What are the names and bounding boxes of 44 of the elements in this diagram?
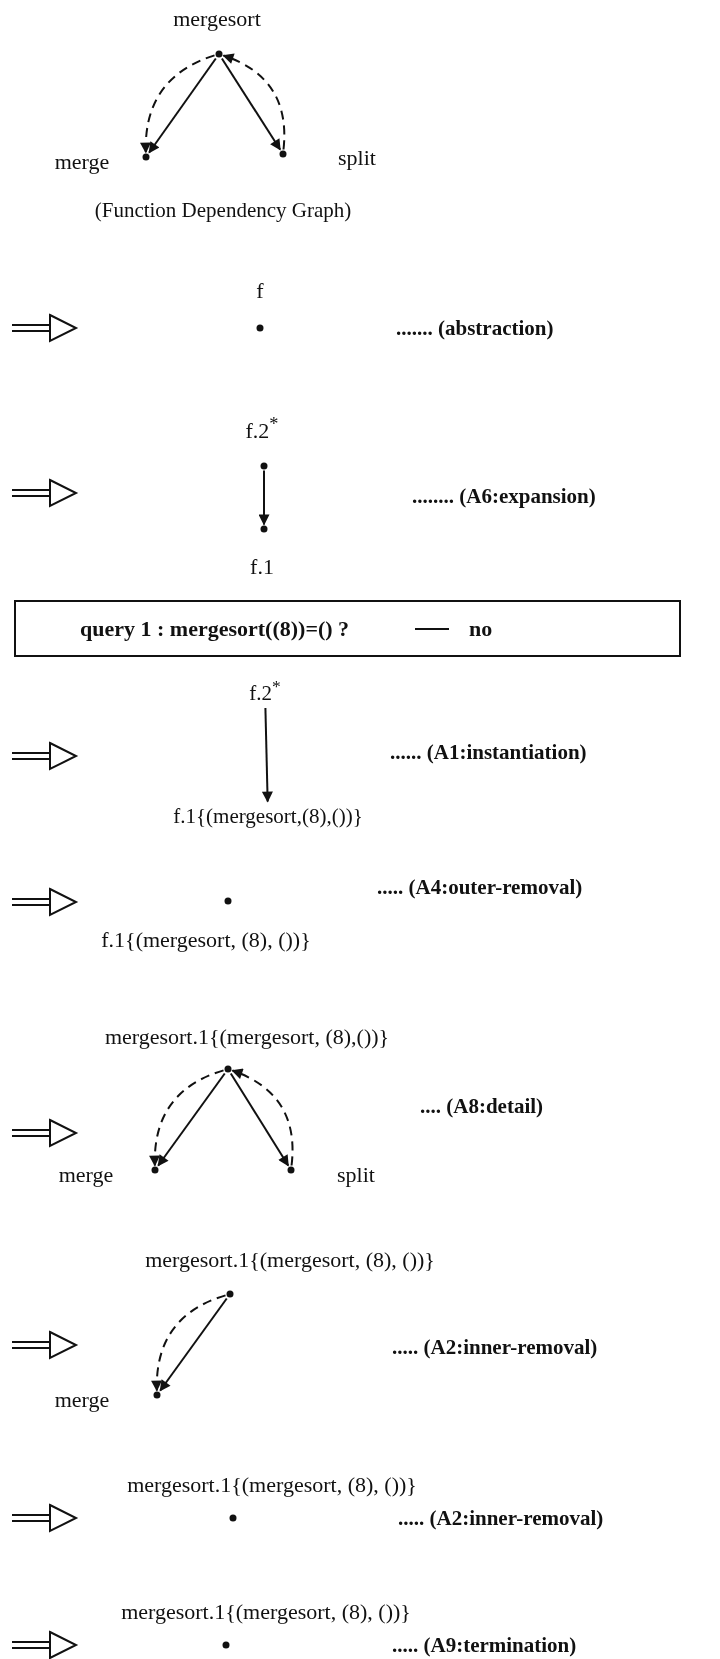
vertex-label: f.2$^{*}$ [245, 413, 279, 445]
graph-vertex [256, 324, 264, 332]
graph-caption: (Function Dependency Graph) [94, 197, 352, 223]
vertex-label: mergesort.1{(mergesort, (8), ())} [127, 1472, 417, 1498]
graph-vertex [287, 1166, 295, 1174]
step-label: ...... (A1:instantiation) [390, 739, 587, 765]
term-label: f.1{(mergesort,(8),())} [171, 802, 365, 830]
graph-vertex [142, 153, 150, 161]
step-label: ..... (A2:inner-removal) [398, 1505, 604, 1531]
graph-vertex [229, 1514, 237, 1522]
query-box [14, 600, 681, 657]
step-label: ....... (abstraction) [396, 315, 554, 341]
graph-vertex [260, 462, 268, 470]
step-label: ..... (A2:inner-removal) [392, 1334, 598, 1360]
vertex-label: f [256, 278, 264, 304]
arrow [258, 469, 270, 526]
graph-vertex [224, 1065, 232, 1073]
vertex-label: mergesort.1{(mergesort, (8),())} [104, 1024, 390, 1050]
term-label: f.2$^{*}$ [247, 675, 283, 707]
vertex-label: f.1{(mergesort, (8), ())} [101, 927, 311, 953]
answer-text: no [469, 615, 493, 642]
step-label: ..... (A9:termination) [392, 1632, 577, 1658]
graph-vertex [226, 1290, 234, 1298]
graph-vertex [215, 50, 223, 58]
vertex-label: split [337, 1162, 375, 1188]
step-label: ........ (A6:expansion) [412, 483, 596, 509]
graph-vertex [151, 1166, 159, 1174]
vertex-label: mergesort [173, 6, 261, 32]
vertex-label: f.1 [250, 554, 274, 580]
graph-vertex [224, 897, 232, 905]
vertex-label: split [338, 145, 376, 171]
vertex-label: merge [54, 1387, 110, 1413]
vertex-label: mergesort.1{(mergesort, (8), ())} [121, 1599, 411, 1625]
graph-vertex [260, 525, 268, 533]
step-label: .... (A8:detail) [420, 1093, 544, 1119]
step-label: ..... (A4:outer-removal) [377, 874, 583, 900]
query-text: query 1 : mergesort((8))=() ? [80, 615, 350, 642]
graph-vertex [153, 1391, 161, 1399]
vertex-label: merge [54, 149, 110, 175]
vertex-label: merge [58, 1162, 114, 1188]
graph-vertex [222, 1641, 230, 1649]
arrow [261, 707, 273, 803]
graph-vertex [279, 150, 287, 158]
vertex-label: mergesort.1{(mergesort, (8), ())} [145, 1247, 435, 1273]
